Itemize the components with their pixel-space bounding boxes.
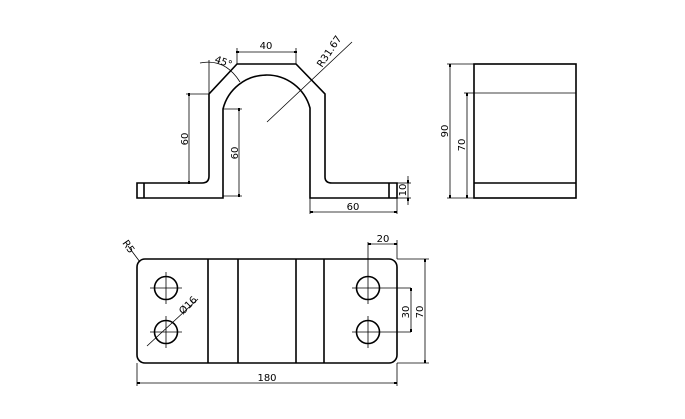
dim-hole-diameter: Ø16 (177, 294, 200, 317)
dim-top-width: 40 (260, 41, 273, 52)
dim-corner-leader (127, 245, 141, 263)
dim-radius-leader (266, 41, 353, 123)
front-view: 40 45° R31.67 60 60 60 10 (136, 34, 411, 214)
dimension-ticks (137, 51, 468, 384)
side-view: 90 70 (440, 63, 577, 199)
dim-hole-spacing: 30 (401, 306, 412, 319)
dim-hole-leader (146, 298, 199, 347)
dim-outer-height: 60 (180, 133, 191, 146)
dim-total-height: 90 (440, 125, 451, 138)
side-outline (473, 63, 577, 199)
front-outline (136, 63, 398, 199)
dim-inner-height-side: 70 (457, 139, 468, 152)
dim-flange-thickness: 10 (398, 184, 409, 197)
dim-width: 70 (415, 306, 426, 319)
dim-length: 180 (257, 373, 276, 384)
dim-flange-length: 60 (347, 202, 360, 213)
dim-arc-45 (199, 61, 241, 83)
holes (150, 242, 411, 348)
top-view: R5 Ø16 20 30 70 180 (120, 234, 429, 386)
dim-angle: 45° (213, 54, 233, 70)
dim-hole-offset: 20 (377, 234, 390, 245)
dim-inner-height: 60 (230, 147, 241, 160)
top-outline (136, 258, 398, 364)
dim-radius: R31.67 (315, 34, 344, 70)
